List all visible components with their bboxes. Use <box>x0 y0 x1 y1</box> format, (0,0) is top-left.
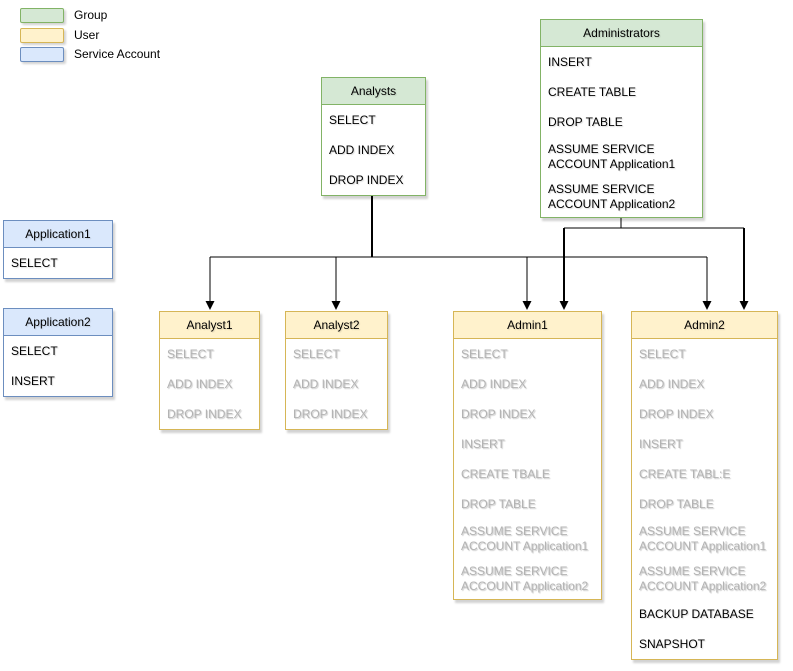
permission-item[interactable]: ASSUME SERVICE ACCOUNT Application2 <box>461 564 589 593</box>
arrowhead-icon <box>559 301 569 310</box>
permission-item[interactable]: ASSUME SERVICE ACCOUNT Application1 <box>639 524 767 553</box>
permission-item[interactable]: SELECT <box>167 346 214 361</box>
node-title-analysts[interactable]: Analysts <box>322 78 425 105</box>
permission-item[interactable]: INSERT <box>548 54 592 69</box>
permission-item[interactable]: DROP TABLE <box>548 114 623 129</box>
permission-item[interactable]: SELECT <box>11 343 58 358</box>
permission-item[interactable]: SELECT <box>293 346 340 361</box>
permission-item[interactable]: BACKUP DATABASE <box>639 606 754 621</box>
permission-item[interactable]: SELECT <box>461 346 508 361</box>
permission-item[interactable]: CREATE TABL:E <box>639 466 731 481</box>
legend-label-group: Group <box>74 8 108 22</box>
legend-label-service-account: Service Account <box>74 47 161 61</box>
legend-label-user: User <box>74 28 100 42</box>
permission-item[interactable]: CREATE TABLE <box>548 84 637 99</box>
service-account-swatch-icon <box>20 47 64 62</box>
arrowhead-icon <box>702 301 712 310</box>
permission-item[interactable]: CREATE TBALE <box>461 466 550 481</box>
arrowhead-icon <box>522 301 532 310</box>
permission-item[interactable]: ADD INDEX <box>639 376 705 391</box>
permission-item[interactable]: DROP INDEX <box>639 406 714 421</box>
arrowhead-icon <box>331 301 341 310</box>
permission-item[interactable]: DROP TABLE <box>639 496 714 511</box>
arrowhead-icon <box>205 301 215 310</box>
permission-item[interactable]: INSERT <box>639 436 683 451</box>
node-title-admin2[interactable]: Admin2 <box>632 312 777 339</box>
permission-item[interactable]: DROP TABLE <box>461 496 536 511</box>
permission-item[interactable]: SNAPSHOT <box>639 636 706 651</box>
permission-item[interactable]: ADD INDEX <box>293 376 359 391</box>
permission-item[interactable]: SELECT <box>11 255 58 270</box>
group-swatch-icon <box>20 8 64 23</box>
permission-item[interactable]: DROP INDEX <box>461 406 536 421</box>
node-title-administrators[interactable]: Administrators <box>541 20 702 47</box>
permission-item[interactable]: SELECT <box>329 112 376 127</box>
arrowhead-icon <box>739 301 749 310</box>
node-title-application2[interactable]: Application2 <box>4 309 112 336</box>
node-title-admin1[interactable]: Admin1 <box>454 312 601 339</box>
permission-item[interactable]: DROP INDEX <box>167 406 242 421</box>
permission-item[interactable]: ASSUME SERVICE ACCOUNT Application1 <box>461 524 589 553</box>
permission-item[interactable]: SELECT <box>639 346 686 361</box>
node-title-analyst2[interactable]: Analyst2 <box>286 312 387 339</box>
permission-item[interactable]: ASSUME SERVICE ACCOUNT Application1 <box>548 142 676 171</box>
permission-item[interactable]: ADD INDEX <box>329 142 395 157</box>
node-title-application1[interactable]: Application1 <box>4 221 112 248</box>
permission-item[interactable]: DROP INDEX <box>329 172 404 187</box>
permission-item[interactable]: ADD INDEX <box>461 376 527 391</box>
permission-item[interactable]: ADD INDEX <box>167 376 233 391</box>
permission-item[interactable]: INSERT <box>11 373 55 388</box>
user-swatch-icon <box>20 28 64 43</box>
permission-item[interactable]: INSERT <box>461 436 505 451</box>
permission-item[interactable]: DROP INDEX <box>293 406 368 421</box>
node-title-analyst1[interactable]: Analyst1 <box>160 312 259 339</box>
permission-item[interactable]: ASSUME SERVICE ACCOUNT Application2 <box>639 564 767 593</box>
permission-item[interactable]: ASSUME SERVICE ACCOUNT Application2 <box>548 182 676 211</box>
